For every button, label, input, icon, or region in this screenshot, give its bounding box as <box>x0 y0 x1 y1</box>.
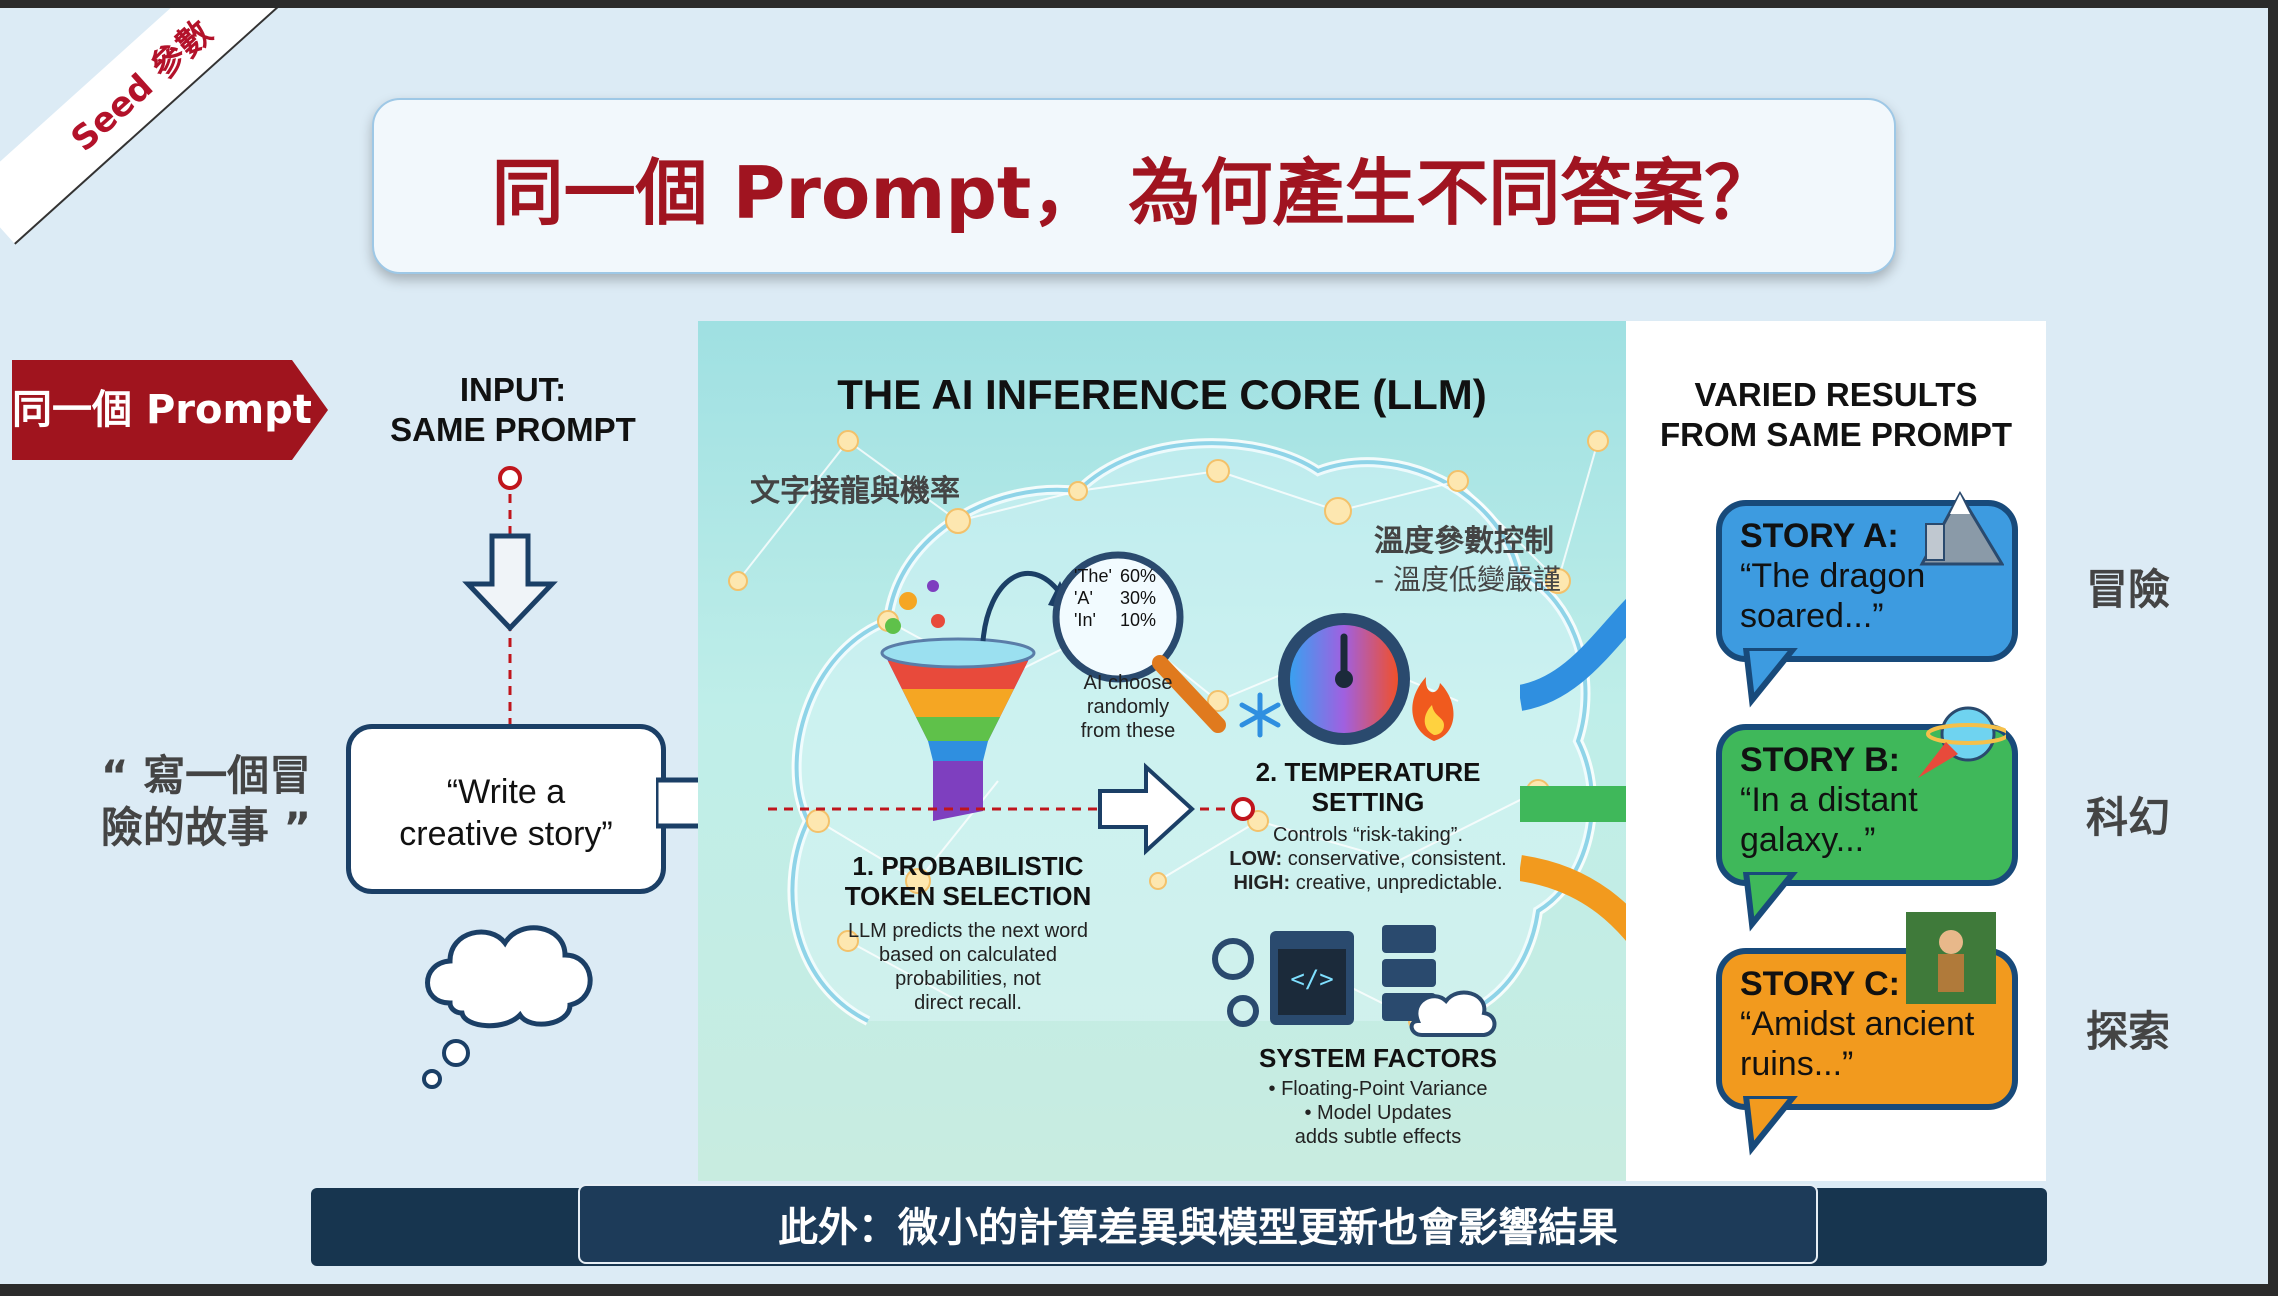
story-b-bubble-tail <box>1742 872 1798 932</box>
system-factors-title: SYSTEM FACTORS <box>1259 1043 1497 1073</box>
input-header: INPUT: SAME PROMPT <box>368 370 658 450</box>
zh-prompt-text: “ 寫一個冒 險的故事 ” <box>86 750 326 854</box>
gear-icon <box>1212 938 1259 1027</box>
core-annotation-temperature: 溫度參數控制 <box>1374 524 1554 559</box>
prob-row: 'A'30% <box>1074 588 1157 608</box>
prompt-tag-label: 同一個 Prompt <box>12 387 312 433</box>
story-a-zh-label: 冒險 <box>2086 565 2171 614</box>
bottom-caption: 此外：微小的計算差異與模型更新也會影響結果 <box>778 1205 1618 1251</box>
prob-row: 'In'10% <box>1074 610 1157 630</box>
prompt-tag-arrow-shape <box>12 360 328 460</box>
story-c-zh-label: 探索 <box>2086 1007 2171 1056</box>
code-window-icon: </> <box>1270 931 1354 1025</box>
input-prompt-line-1: “Write a <box>446 773 566 811</box>
probability-table: 'The'60% 'A'30% 'In'10% <box>1074 565 1164 631</box>
magnifier-icon <box>1052 551 1226 733</box>
explorer-jungle-icon <box>1906 912 1996 1004</box>
core-header: THE AI INFERENCE CORE (LLM) <box>837 371 1487 418</box>
funnel-icon <box>880 570 1074 821</box>
seed-corner-tag-label: Seed 參數 <box>63 12 220 160</box>
bottom-caption-box: 此外：微小的計算差異與模型更新也會影響結果 <box>578 1184 1818 1264</box>
temperature-desc: Controls “risk-taking”. LOW: conservativ… <box>1229 824 1507 894</box>
zh-prompt-line-2: 險的故事 ” <box>100 803 312 852</box>
thought-cloud-icon <box>422 925 593 1089</box>
input-prompt-text: “Write a creative story” <box>351 771 661 855</box>
system-factors-list: • Floating-Point Variance• Model Updates… <box>1268 1078 1488 1148</box>
seed-corner-tag: Seed 參數 <box>0 8 313 245</box>
svg-text:</>: </> <box>1290 965 1333 993</box>
page-title: 同一個 Prompt， 為何產生不同答案？ <box>491 150 1777 235</box>
input-down-arrow <box>462 466 558 741</box>
input-header-line-1: INPUT: <box>459 371 567 408</box>
temperature-gauge-icon <box>1278 613 1410 745</box>
snowflake-icon <box>1239 692 1281 738</box>
server-icon <box>1382 925 1497 1037</box>
input-prompt-line-2: creative story” <box>399 815 613 853</box>
input-prompt-box: “Write a creative story” <box>346 724 666 894</box>
story-b-zh-label: 科幻 <box>2086 793 2171 842</box>
core-annotation-low-temp: - 溫度低變嚴謹 <box>1374 563 1562 596</box>
flame-icon <box>1412 677 1454 741</box>
rocket-planet-icon <box>1918 706 2006 778</box>
prob-row: 'The'60% <box>1074 566 1157 586</box>
title-box: 同一個 Prompt， 為何產生不同答案？ <box>372 98 1896 274</box>
input-header-line-2: SAME PROMPT <box>390 411 636 448</box>
inference-core-panel: </> THE AI INFERENCE CORE (LLM) 文字接龍與機率 … <box>698 321 1626 1181</box>
prompt-tag: 同一個 Prompt <box>12 360 328 460</box>
brain-network-illustration: </> <box>728 430 1609 1037</box>
slide: Seed 參數 同一個 Prompt， 為何產生不同答案？ 同一個 Prompt… <box>0 8 2268 1284</box>
knight-mountain-icon <box>1919 490 2004 566</box>
zh-prompt-line-1: “ 寫一個冒 <box>100 751 312 800</box>
core-annotation-text-prediction: 文字接龍與機率 <box>750 474 960 509</box>
story-a-bubble-tail <box>1742 648 1798 708</box>
story-c-bubble-tail <box>1742 1096 1798 1156</box>
